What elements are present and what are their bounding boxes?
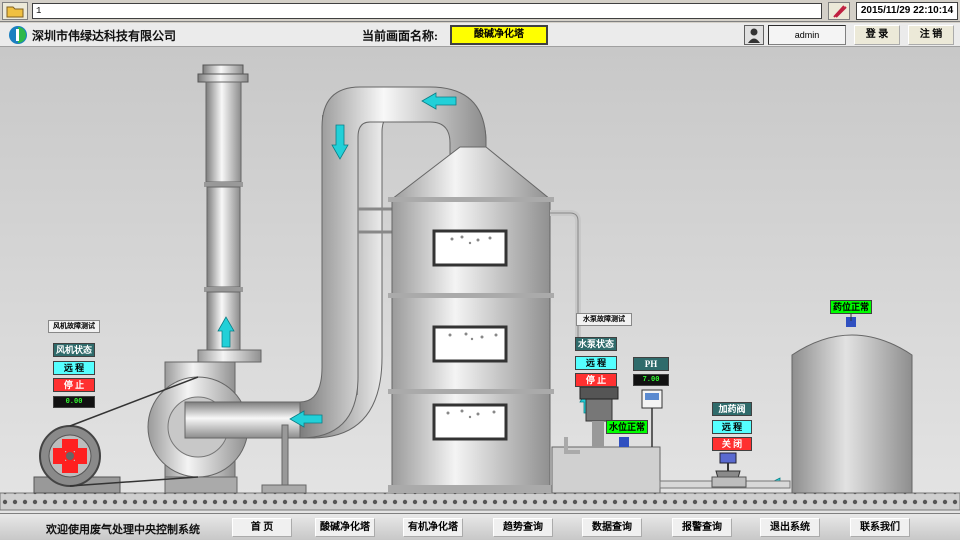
user-icon (744, 25, 764, 45)
screen-name-label: 当前画面名称: (362, 29, 438, 43)
company-logo-icon (9, 26, 27, 44)
ph-label: PH (633, 357, 669, 371)
fan-state-indicator: 停 止 (53, 378, 95, 392)
water-pipe (550, 210, 581, 347)
top-bar: 1 2015/11/29 22:10:14 (0, 0, 960, 22)
nav-data-query-button[interactable]: 数据查询 (582, 518, 642, 537)
pump-state-indicator: 停 止 (575, 373, 617, 387)
fan-motor (33, 376, 199, 494)
nav-alarm-query-button[interactable]: 报警查询 (672, 518, 732, 537)
dosing-valve (711, 452, 747, 488)
fan-reading-display: 0.00 (53, 396, 95, 408)
pen-icon (833, 5, 847, 18)
nav-organic-tower-button[interactable]: 有机净化塔 (403, 518, 463, 537)
welcome-text: 欢迎使用废气处理中央控制系统 (46, 524, 200, 536)
nav-exit-button[interactable]: 退出系统 (760, 518, 820, 537)
logout-button[interactable]: 注 销 (908, 25, 954, 45)
nav-trend-query-button[interactable]: 趋势查询 (493, 518, 553, 537)
screen-name-value: 酸碱净化塔 (450, 25, 548, 45)
nav-acid-tower-button[interactable]: 酸碱净化塔 (315, 518, 375, 537)
chemical-tank (791, 313, 913, 494)
datetime-display: 2015/11/29 22:10:14 (856, 2, 958, 20)
pump-mode-indicator: 远 程 (575, 356, 617, 370)
header-bar: 深圳市伟绿达科技有限公司 当前画面名称: 酸碱净化塔 admin 登 录 注 销 (0, 23, 960, 47)
address-field[interactable]: 1 (32, 3, 822, 19)
tower-struts (358, 207, 392, 234)
chimney-stack (197, 64, 262, 363)
pump-test-label[interactable]: 水泵故障测试 (576, 313, 632, 326)
scrubber-tower (388, 146, 554, 494)
folder-icon (6, 6, 24, 18)
app-icon[interactable] (2, 2, 28, 20)
chemical-level-indicator: 药位正常 (830, 300, 872, 314)
bottom-nav-bar: 欢迎使用废气处理中央控制系统 首 页 酸碱净化塔 有机净化塔 趋势查询 数据查询… (0, 513, 960, 540)
flow-arrows (217, 92, 781, 489)
process-diagram (0, 47, 960, 513)
username-field[interactable]: admin (768, 25, 846, 45)
water-level-indicator: 水位正常 (606, 420, 648, 434)
nav-contact-button[interactable]: 联系我们 (850, 518, 910, 537)
ph-reading-display: 7.00 (633, 374, 669, 386)
dosing-state-indicator: 关 闭 (712, 437, 752, 451)
nav-home-button[interactable]: 首 页 (232, 518, 292, 537)
dosing-valve-label: 加药阀 (712, 402, 752, 416)
edit-tool-button[interactable] (828, 2, 850, 20)
fan-test-label[interactable]: 风机故障测试 (48, 320, 100, 333)
ground-rail (0, 492, 960, 511)
fan-status-label: 风机状态 (53, 343, 95, 357)
pump-status-label: 水泵状态 (575, 337, 617, 351)
fan-mode-indicator: 远 程 (53, 361, 95, 375)
person-icon (748, 28, 760, 43)
dosing-mode-indicator: 远 程 (712, 420, 752, 434)
login-button[interactable]: 登 录 (854, 25, 900, 45)
company-name: 深圳市伟绿达科技有限公司 (32, 29, 177, 43)
